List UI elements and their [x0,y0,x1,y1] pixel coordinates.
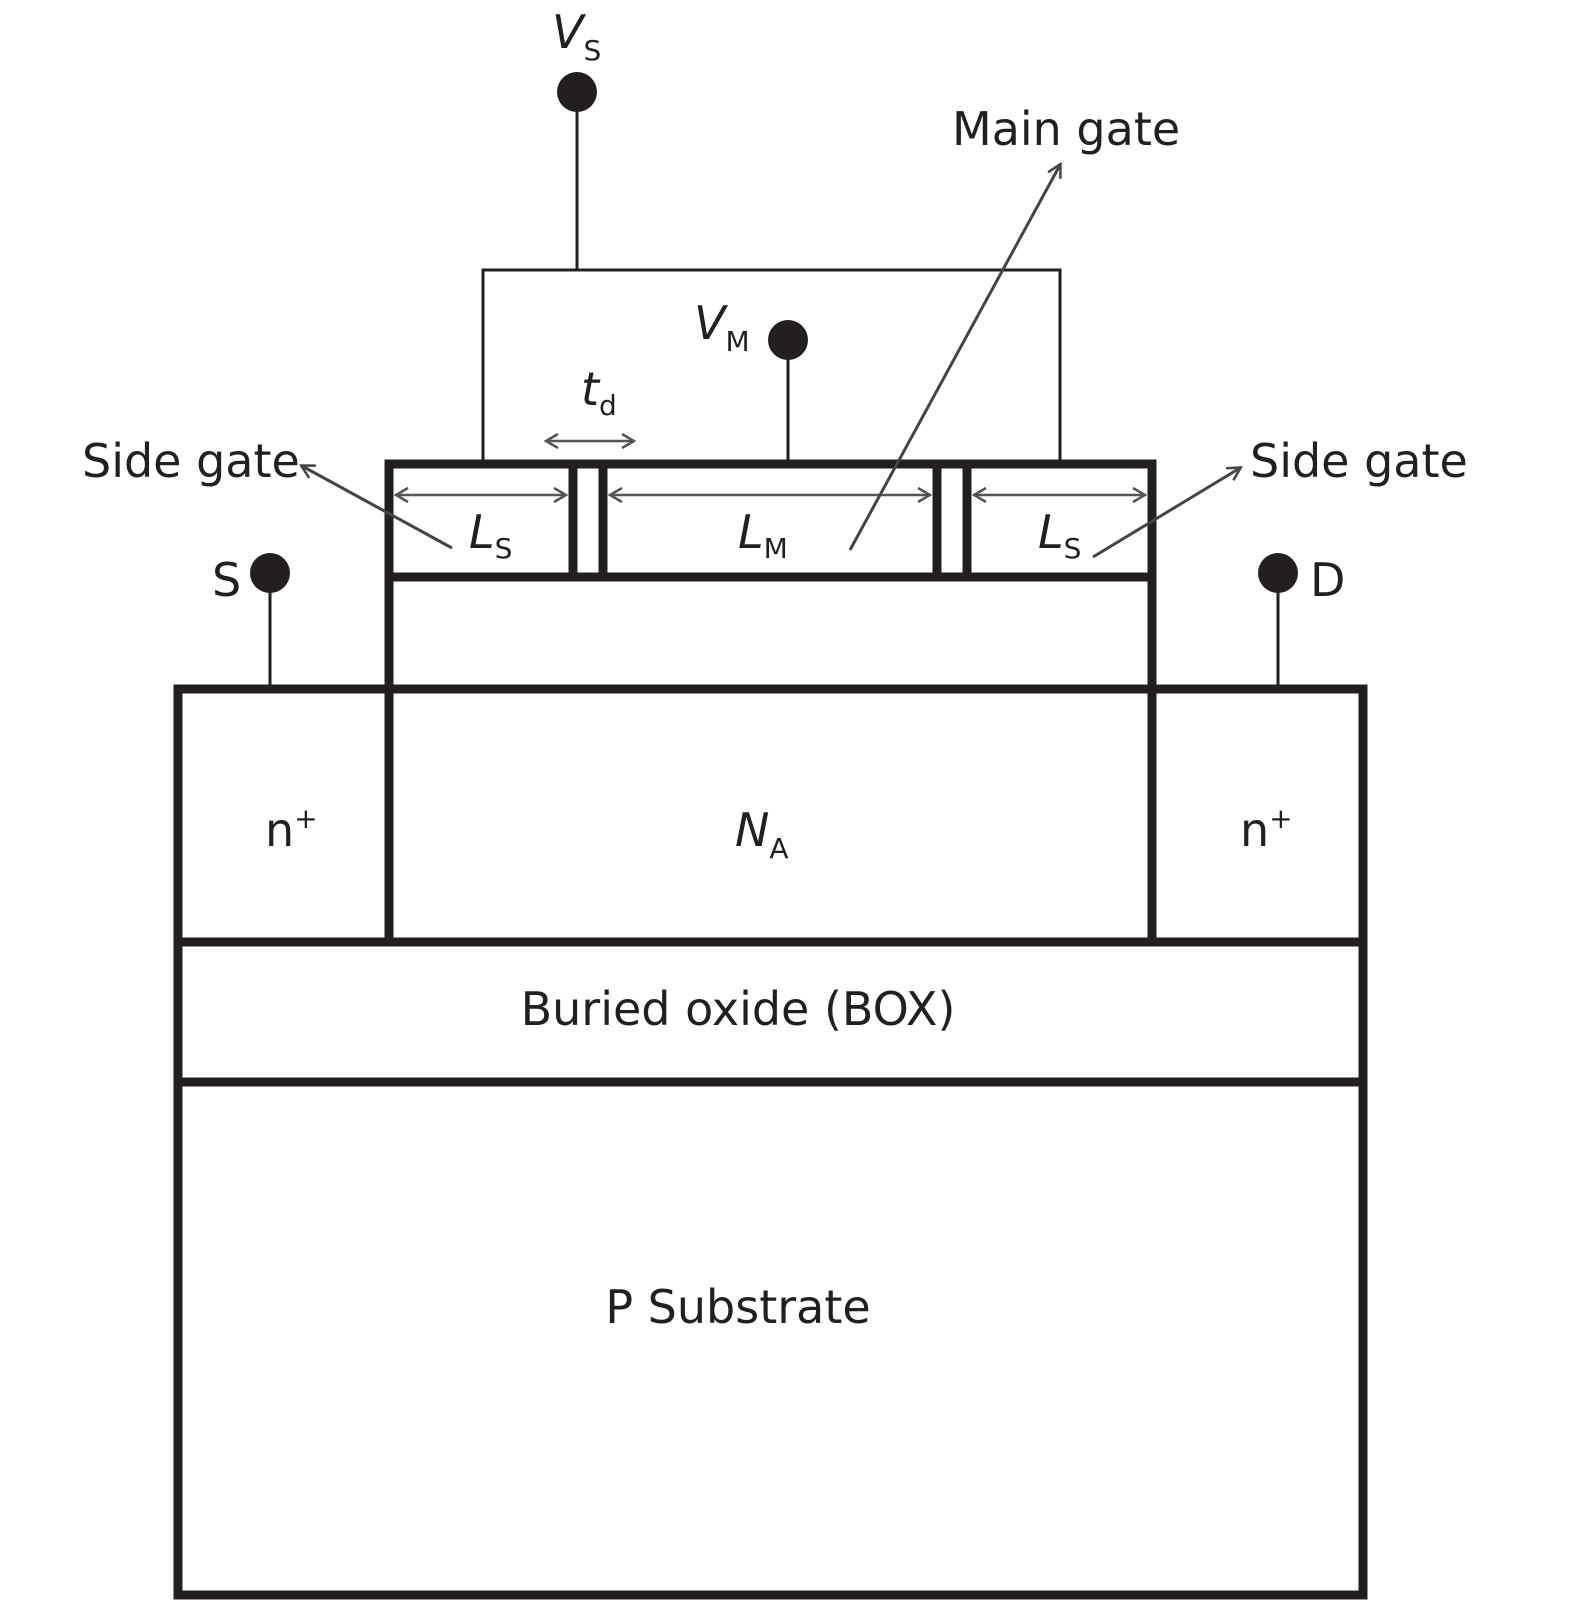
n-plus-drain-region [1147,684,1368,947]
substrate-label: P Substrate [605,1280,870,1334]
side-gate-right-leader-arrow [1092,468,1240,559]
td-label: td [581,362,617,422]
side-gate-left-label: Side gate [82,434,300,488]
drain-terminal-dot [1258,553,1298,593]
na-channel-region [384,684,1157,947]
vs-label: VS [552,5,601,67]
vm-terminal-dot [768,320,808,360]
source-terminal-dot [250,553,290,593]
side-gate-left-leader-arrow [302,466,453,550]
side-gate-bridge [481,268,1062,464]
main-gate-leader-arrow [848,165,1060,551]
lm-label: LM [738,505,788,565]
side-gate-right-label: Side gate [1250,434,1468,488]
source-label: S [212,553,241,607]
vm-label: VM [694,296,750,358]
p-substrate-region [173,1077,1368,1600]
ls-left-label: LS [469,505,512,565]
n-plus-left-label: n+ [265,802,318,857]
ls-right-label: LS [1038,505,1081,565]
drain-label: D [1310,553,1345,607]
box-label: Buried oxide (BOX) [521,982,956,1036]
vs-terminal-dot [557,72,597,112]
gate-oxide-layer [384,572,1157,694]
na-label: NA [735,803,789,865]
main-gate-label: Main gate [952,102,1180,156]
n-plus-right-label: n+ [1240,802,1293,857]
